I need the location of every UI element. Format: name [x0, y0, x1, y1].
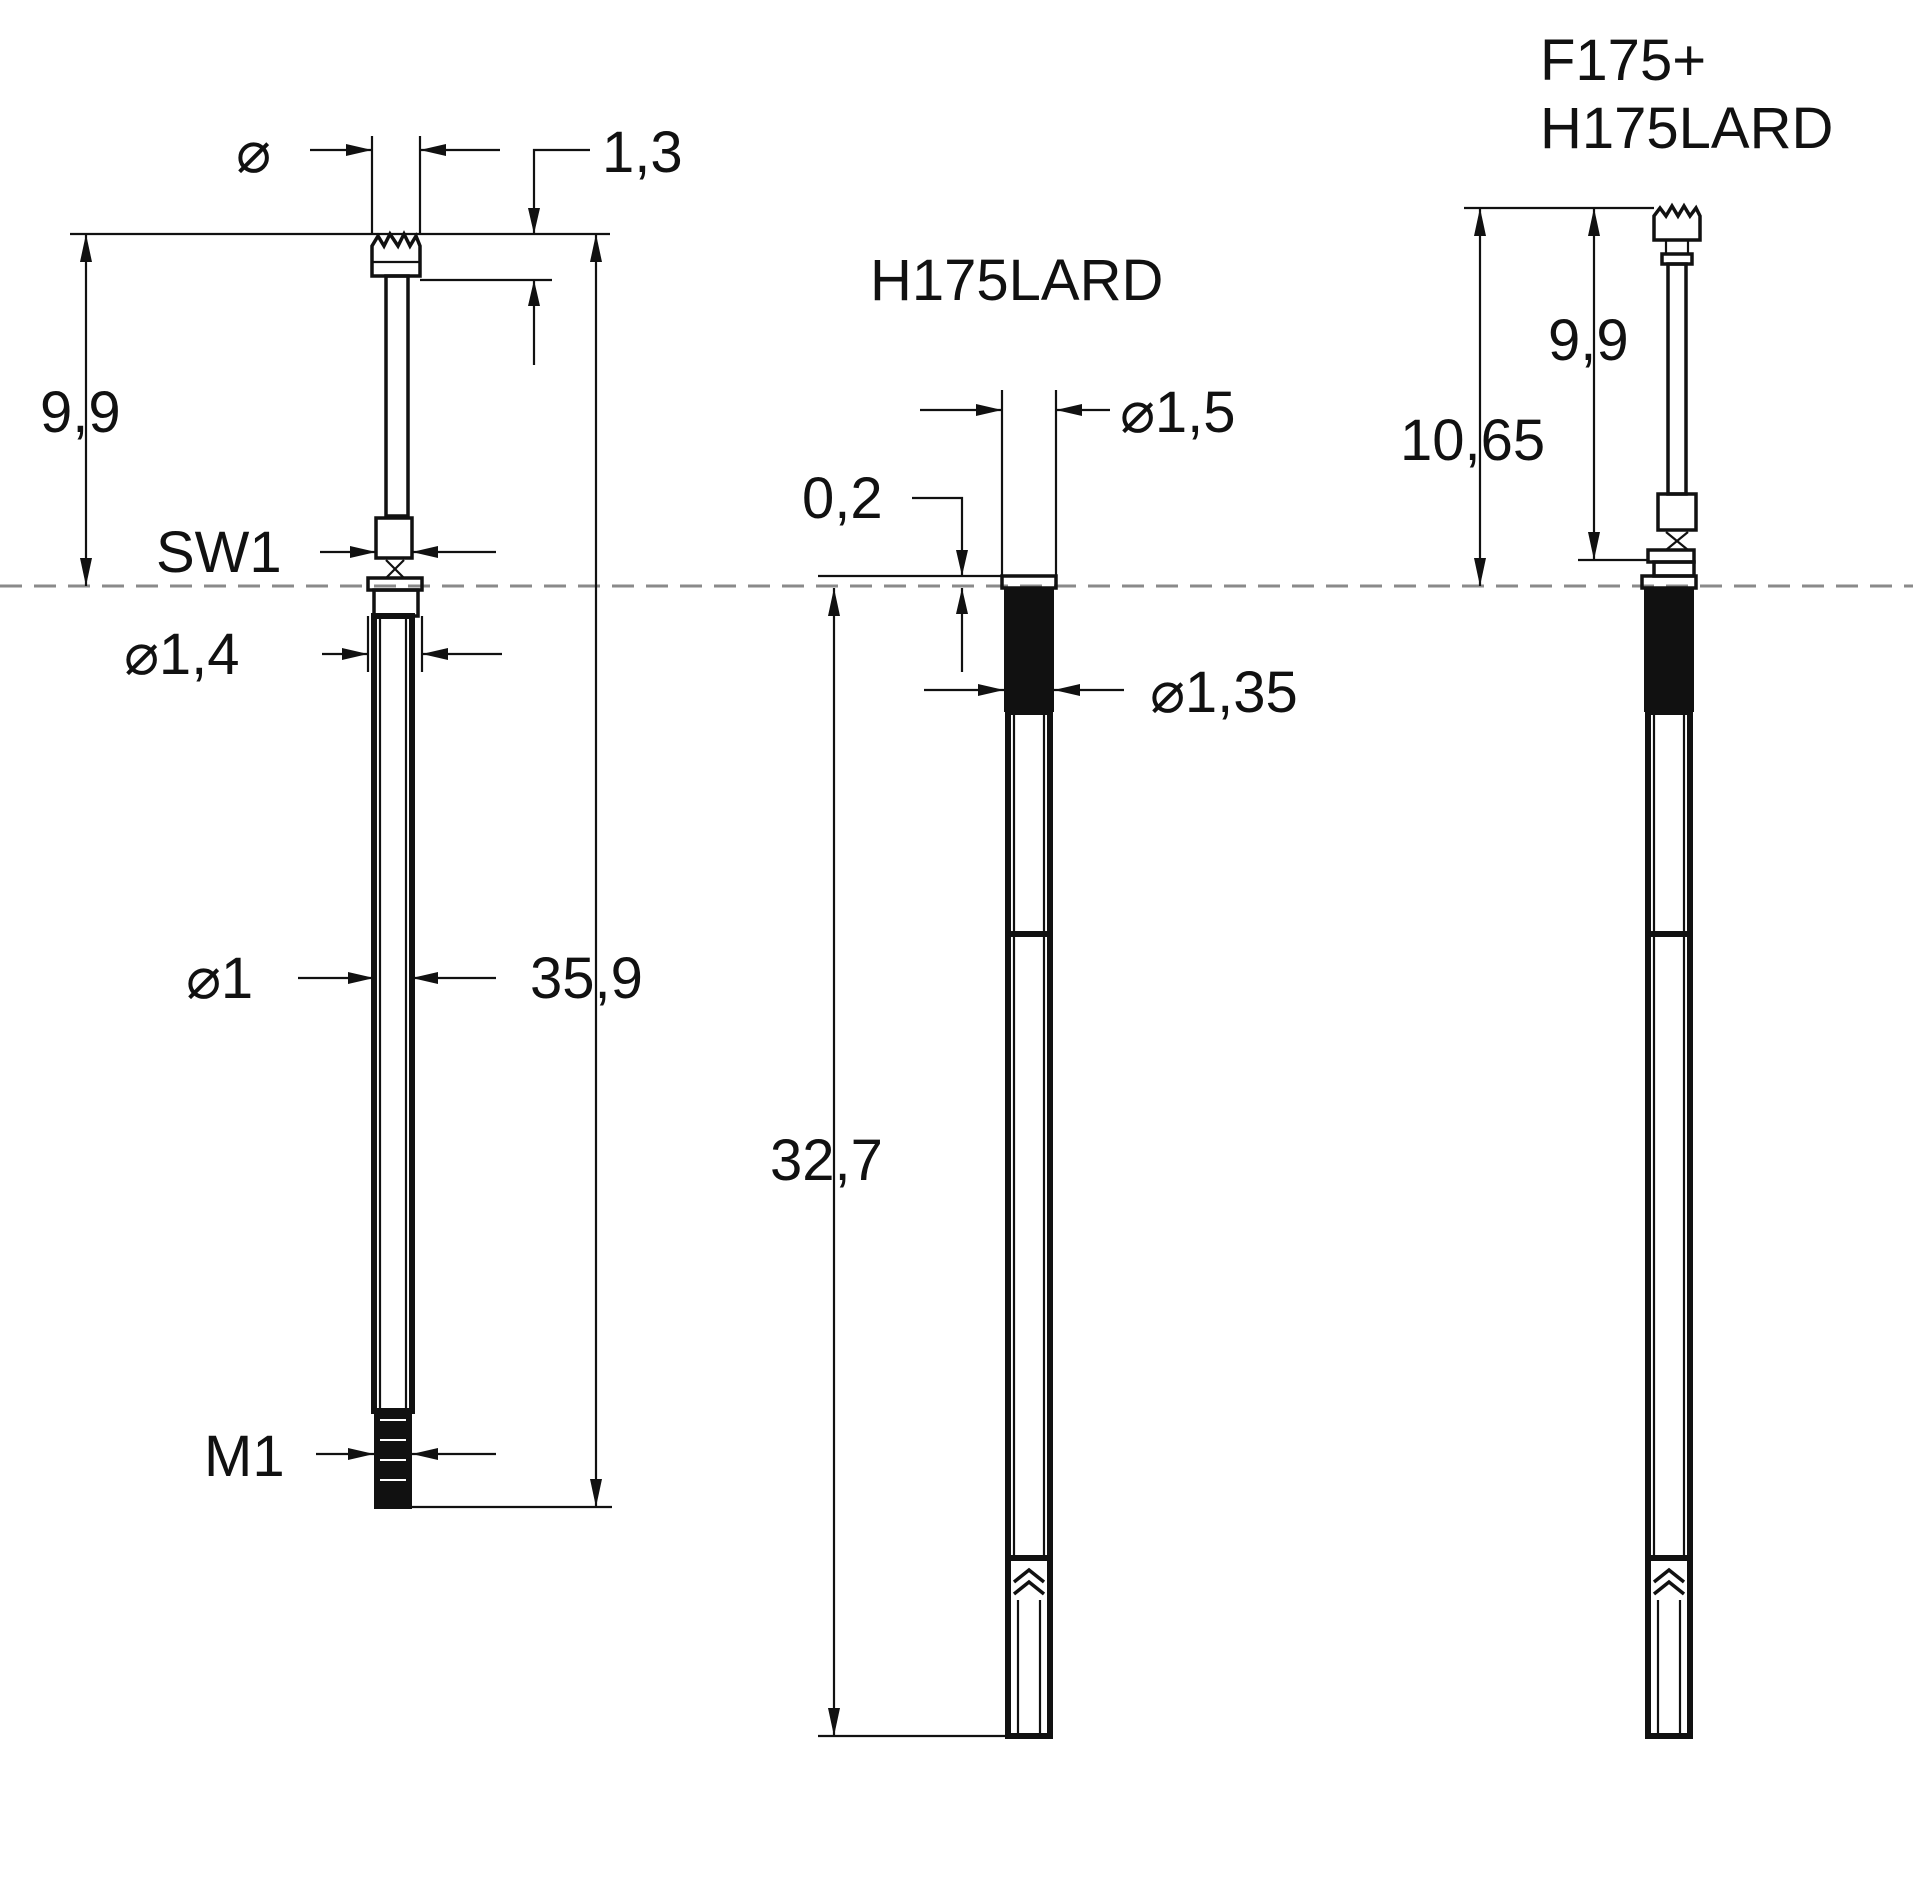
- combination-travel-label: 9,9: [1548, 308, 1629, 373]
- receptacle-body-diameter-label: ⌀1,35: [1150, 660, 1298, 725]
- crown-tip-icon: [370, 230, 422, 278]
- receptacle-drawing: [1000, 574, 1058, 1739]
- receptacle-name-label: H175LARD: [870, 248, 1163, 313]
- combination-drawing: [1640, 202, 1702, 1739]
- combination-dimensions: [1464, 206, 1654, 586]
- combination-name-line1-label: F175+: [1540, 28, 1706, 93]
- tip-height-label: 1,3: [602, 120, 683, 185]
- crown-tip-icon: [1652, 202, 1702, 242]
- overall-length-label: 35,9: [530, 946, 643, 1011]
- thread-label: M1: [204, 1424, 285, 1489]
- spanner-width-label: SW1: [156, 520, 282, 585]
- probe-travel-label: 9,9: [40, 380, 121, 445]
- shaft-diameter-label: ⌀1: [186, 946, 253, 1011]
- hex-collar-icon: [374, 516, 414, 560]
- receptacle-diameter-label: ⌀1,5: [1120, 380, 1236, 445]
- receptacle-dimensions: [818, 390, 1124, 1738]
- collar-diameter-label: ⌀1,4: [124, 622, 240, 687]
- combination-height-label: 10,65: [1400, 408, 1545, 473]
- diameter-symbol-label: ⌀: [236, 120, 271, 185]
- hex-collar-icon: [1656, 492, 1698, 532]
- combination-name-line2-label: H175LARD: [1540, 96, 1833, 161]
- receptacle-length-label: 32,7: [770, 1128, 883, 1193]
- left-dimensions: [70, 136, 612, 1509]
- collar-offset-label: 0,2: [802, 466, 883, 531]
- spring-probe-drawing: [366, 230, 424, 1509]
